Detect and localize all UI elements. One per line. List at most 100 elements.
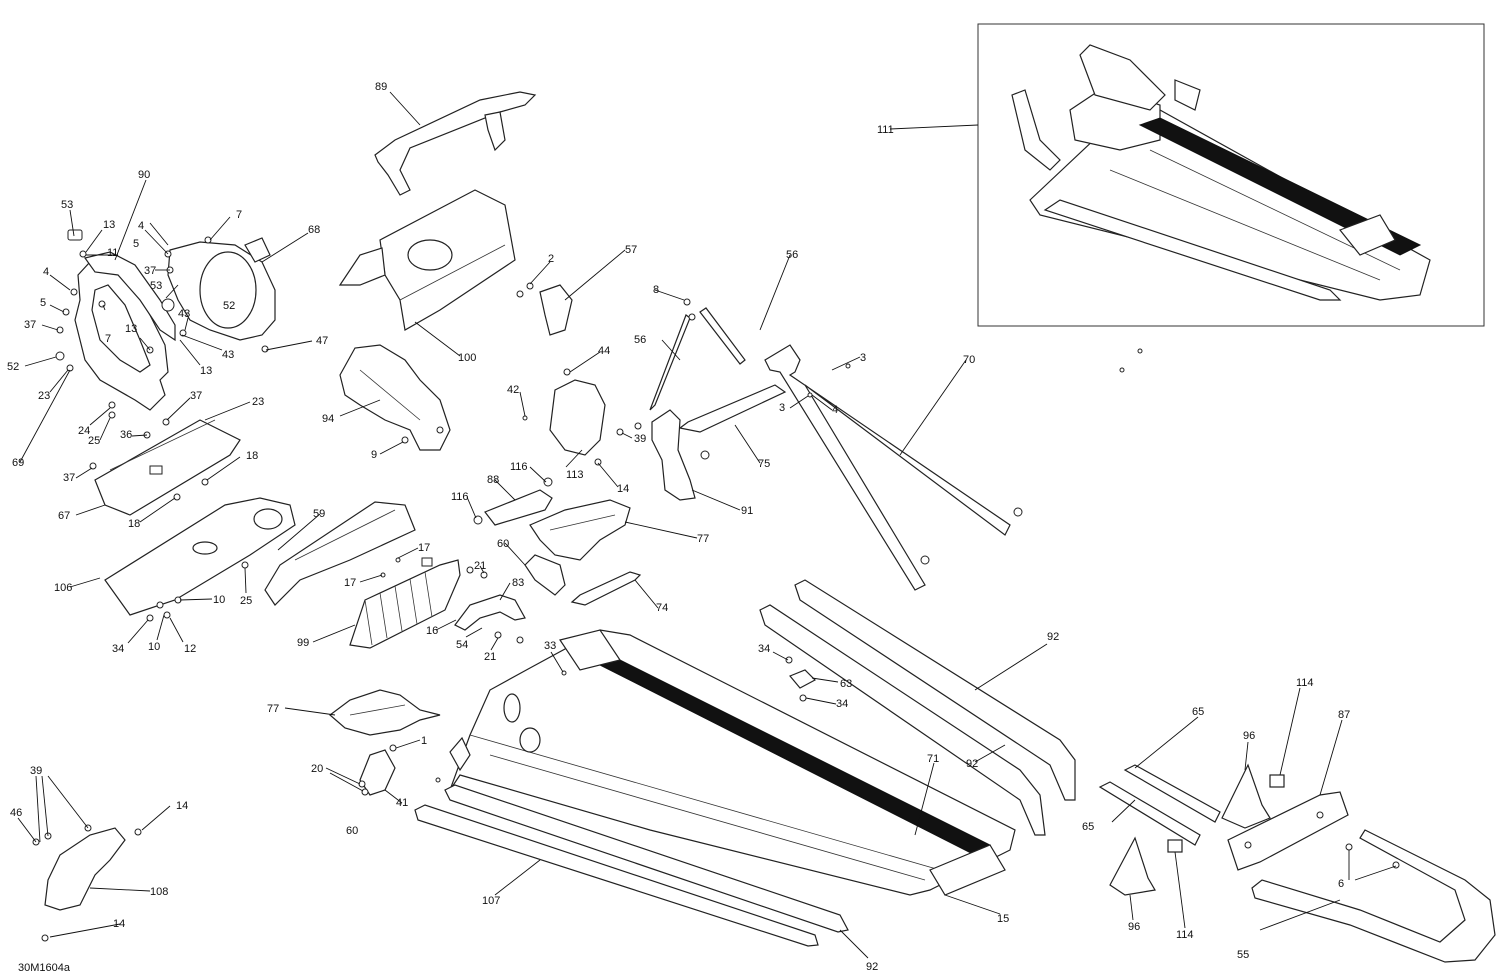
callout-39: 39 — [30, 765, 42, 777]
callout-100: 100 — [458, 352, 476, 364]
callout-65: 65 — [1082, 821, 1094, 833]
callout-23: 23 — [252, 396, 264, 408]
callout-113: 113 — [566, 469, 584, 481]
callout-77: 77 — [267, 703, 279, 715]
callout-52: 52 — [223, 300, 235, 312]
front-hoop-left-69 — [74, 261, 169, 411]
callout-34: 34 — [758, 643, 770, 655]
runner-92-middle — [759, 604, 1046, 836]
tunnel-71 — [449, 629, 1016, 896]
callout-5: 5 — [133, 238, 139, 250]
callout-39: 39 — [634, 433, 646, 445]
callout-67: 67 — [58, 510, 70, 522]
bracket-60-upper — [524, 554, 566, 596]
rail-65-upper — [1123, 764, 1221, 823]
callout-37: 37 — [144, 265, 156, 277]
bracket-57 — [516, 282, 573, 336]
callout-37: 37 — [63, 472, 75, 484]
callout-10: 10 — [148, 641, 160, 653]
callout-14: 14 — [113, 918, 125, 930]
bumper-55 — [1251, 829, 1496, 963]
callout-96: 96 — [1243, 730, 1255, 742]
callout-69: 69 — [12, 457, 24, 469]
callout-60: 60 — [346, 825, 358, 837]
frame-bracket-41 — [435, 736, 471, 783]
callout-25: 25 — [240, 595, 252, 607]
front-hoop-right-68 — [167, 237, 276, 341]
callout-53: 53 — [61, 199, 73, 211]
callout-41: 41 — [396, 797, 408, 809]
callout-2: 2 — [548, 253, 554, 265]
column-support-94 — [339, 344, 451, 451]
callout-42: 42 — [507, 384, 519, 396]
bracket-67 — [89, 418, 241, 516]
steering-support-89 — [374, 91, 537, 196]
callout-77: 77 — [697, 533, 709, 545]
callout-34: 34 — [836, 698, 848, 710]
callout-7: 7 — [105, 333, 111, 345]
callout-20: 20 — [311, 763, 323, 775]
callout-43: 43 — [178, 308, 190, 320]
callout-57: 57 — [625, 244, 637, 256]
inset-frame-assembly — [977, 23, 1485, 327]
callout-52: 52 — [7, 361, 19, 373]
radiator-99 — [349, 557, 461, 649]
callout-17: 17 — [418, 542, 430, 554]
callout-12: 12 — [184, 643, 196, 655]
callout-55: 55 — [1237, 949, 1249, 961]
callout-18: 18 — [246, 450, 258, 462]
callout-116: 116 — [510, 461, 528, 473]
callout-106: 106 — [54, 582, 72, 594]
callout-10: 10 — [213, 594, 225, 606]
callout-53: 53 — [150, 280, 162, 292]
callout-4: 4 — [138, 220, 144, 232]
bracket-91 — [634, 409, 696, 501]
callout-15: 15 — [997, 913, 1009, 925]
callout-25: 25 — [88, 435, 100, 447]
leader-lines — [17, 91, 1397, 959]
callout-114: 114 — [1176, 929, 1194, 941]
callout-92: 92 — [866, 961, 878, 973]
callout-65: 65 — [1192, 706, 1204, 718]
callout-94: 94 — [322, 413, 334, 425]
callout-9: 9 — [371, 449, 377, 461]
callout-3: 3 — [779, 402, 785, 414]
callout-111: 111 — [877, 124, 894, 136]
callout-24: 24 — [78, 425, 90, 437]
bracket-77-lower — [329, 689, 441, 736]
callout-92: 92 — [966, 758, 978, 770]
callout-8: 8 — [653, 284, 659, 296]
callout-labels: 89 90 53 13 7 4 11 5 68 4 37 53 52 5 43 … — [7, 81, 1350, 973]
callout-37: 37 — [24, 319, 36, 331]
callout-34: 34 — [112, 643, 124, 655]
drawing-code: 30M1604a — [18, 962, 71, 974]
callout-36: 36 — [120, 429, 132, 441]
callout-23: 23 — [38, 390, 50, 402]
callout-21: 21 — [474, 560, 486, 572]
bracket-113 — [522, 368, 624, 466]
callout-37: 37 — [190, 390, 202, 402]
bracket-77-upper — [529, 499, 631, 561]
callout-1: 1 — [421, 735, 427, 747]
callout-3: 3 — [860, 352, 866, 364]
rod-74 — [570, 571, 642, 606]
link-75 — [678, 384, 787, 460]
callout-87: 87 — [1338, 709, 1350, 721]
callout-54: 54 — [456, 639, 468, 651]
callout-13: 13 — [200, 365, 212, 377]
callout-99: 99 — [297, 637, 309, 649]
callout-83: 83 — [512, 577, 524, 589]
callout-17: 17 — [344, 577, 356, 589]
callout-63: 63 — [840, 678, 852, 690]
bracket-63 — [785, 656, 816, 702]
runner-107 — [414, 804, 819, 947]
callout-75: 75 — [758, 458, 770, 470]
callout-108: 108 — [150, 886, 168, 898]
callout-13: 13 — [125, 323, 137, 335]
callout-14: 14 — [176, 800, 188, 812]
front-panel-100 — [338, 189, 516, 331]
callout-44: 44 — [598, 345, 610, 357]
callout-74: 74 — [656, 602, 668, 614]
panel-59 — [264, 501, 416, 606]
